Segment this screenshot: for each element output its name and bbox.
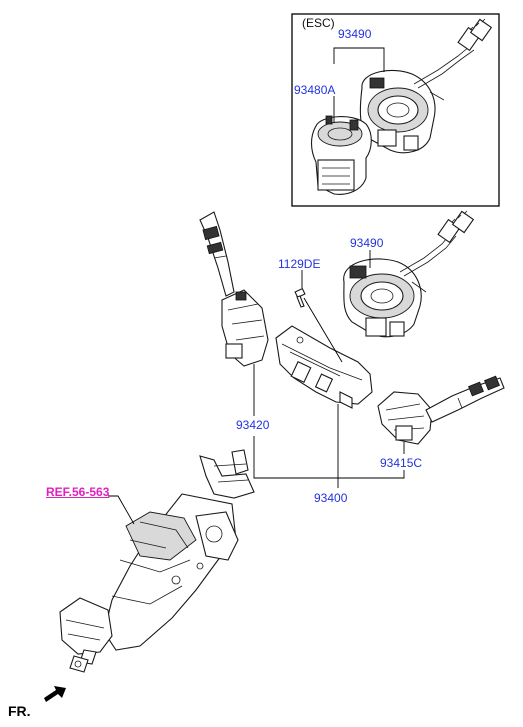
front-arrow-icon	[44, 686, 66, 702]
part-number-wiper-switch[interactable]: 93415C	[380, 456, 423, 470]
front-indicator: FR.	[8, 703, 31, 719]
switch-body-drawing	[275, 325, 373, 409]
reference-link[interactable]: REF.56-563	[46, 485, 110, 499]
part-number-switch-assembly[interactable]: 93400	[314, 491, 348, 505]
wiper-switch-drawing	[377, 375, 505, 445]
part-number-clock-spring[interactable]: 93490	[350, 236, 384, 250]
bolt-drawing	[294, 287, 306, 308]
light-switch-drawing	[199, 211, 269, 367]
leader-lines	[108, 47, 405, 525]
part-number-light-switch[interactable]: 93420	[236, 418, 270, 432]
esc-clock-spring-drawing	[359, 18, 493, 154]
esc-inset-frame	[291, 13, 500, 207]
clock-spring-drawing	[343, 210, 475, 338]
part-number-bolt[interactable]: 1129DE	[278, 257, 321, 271]
part-number-esc-steering-sensor[interactable]: 93480A	[294, 83, 336, 97]
part-number-esc-clock-spring[interactable]: 93490	[338, 27, 372, 41]
esc-steering-sensor-drawing	[310, 115, 372, 195]
esc-label: (ESC)	[302, 16, 335, 30]
steering-column-drawing	[59, 449, 255, 673]
